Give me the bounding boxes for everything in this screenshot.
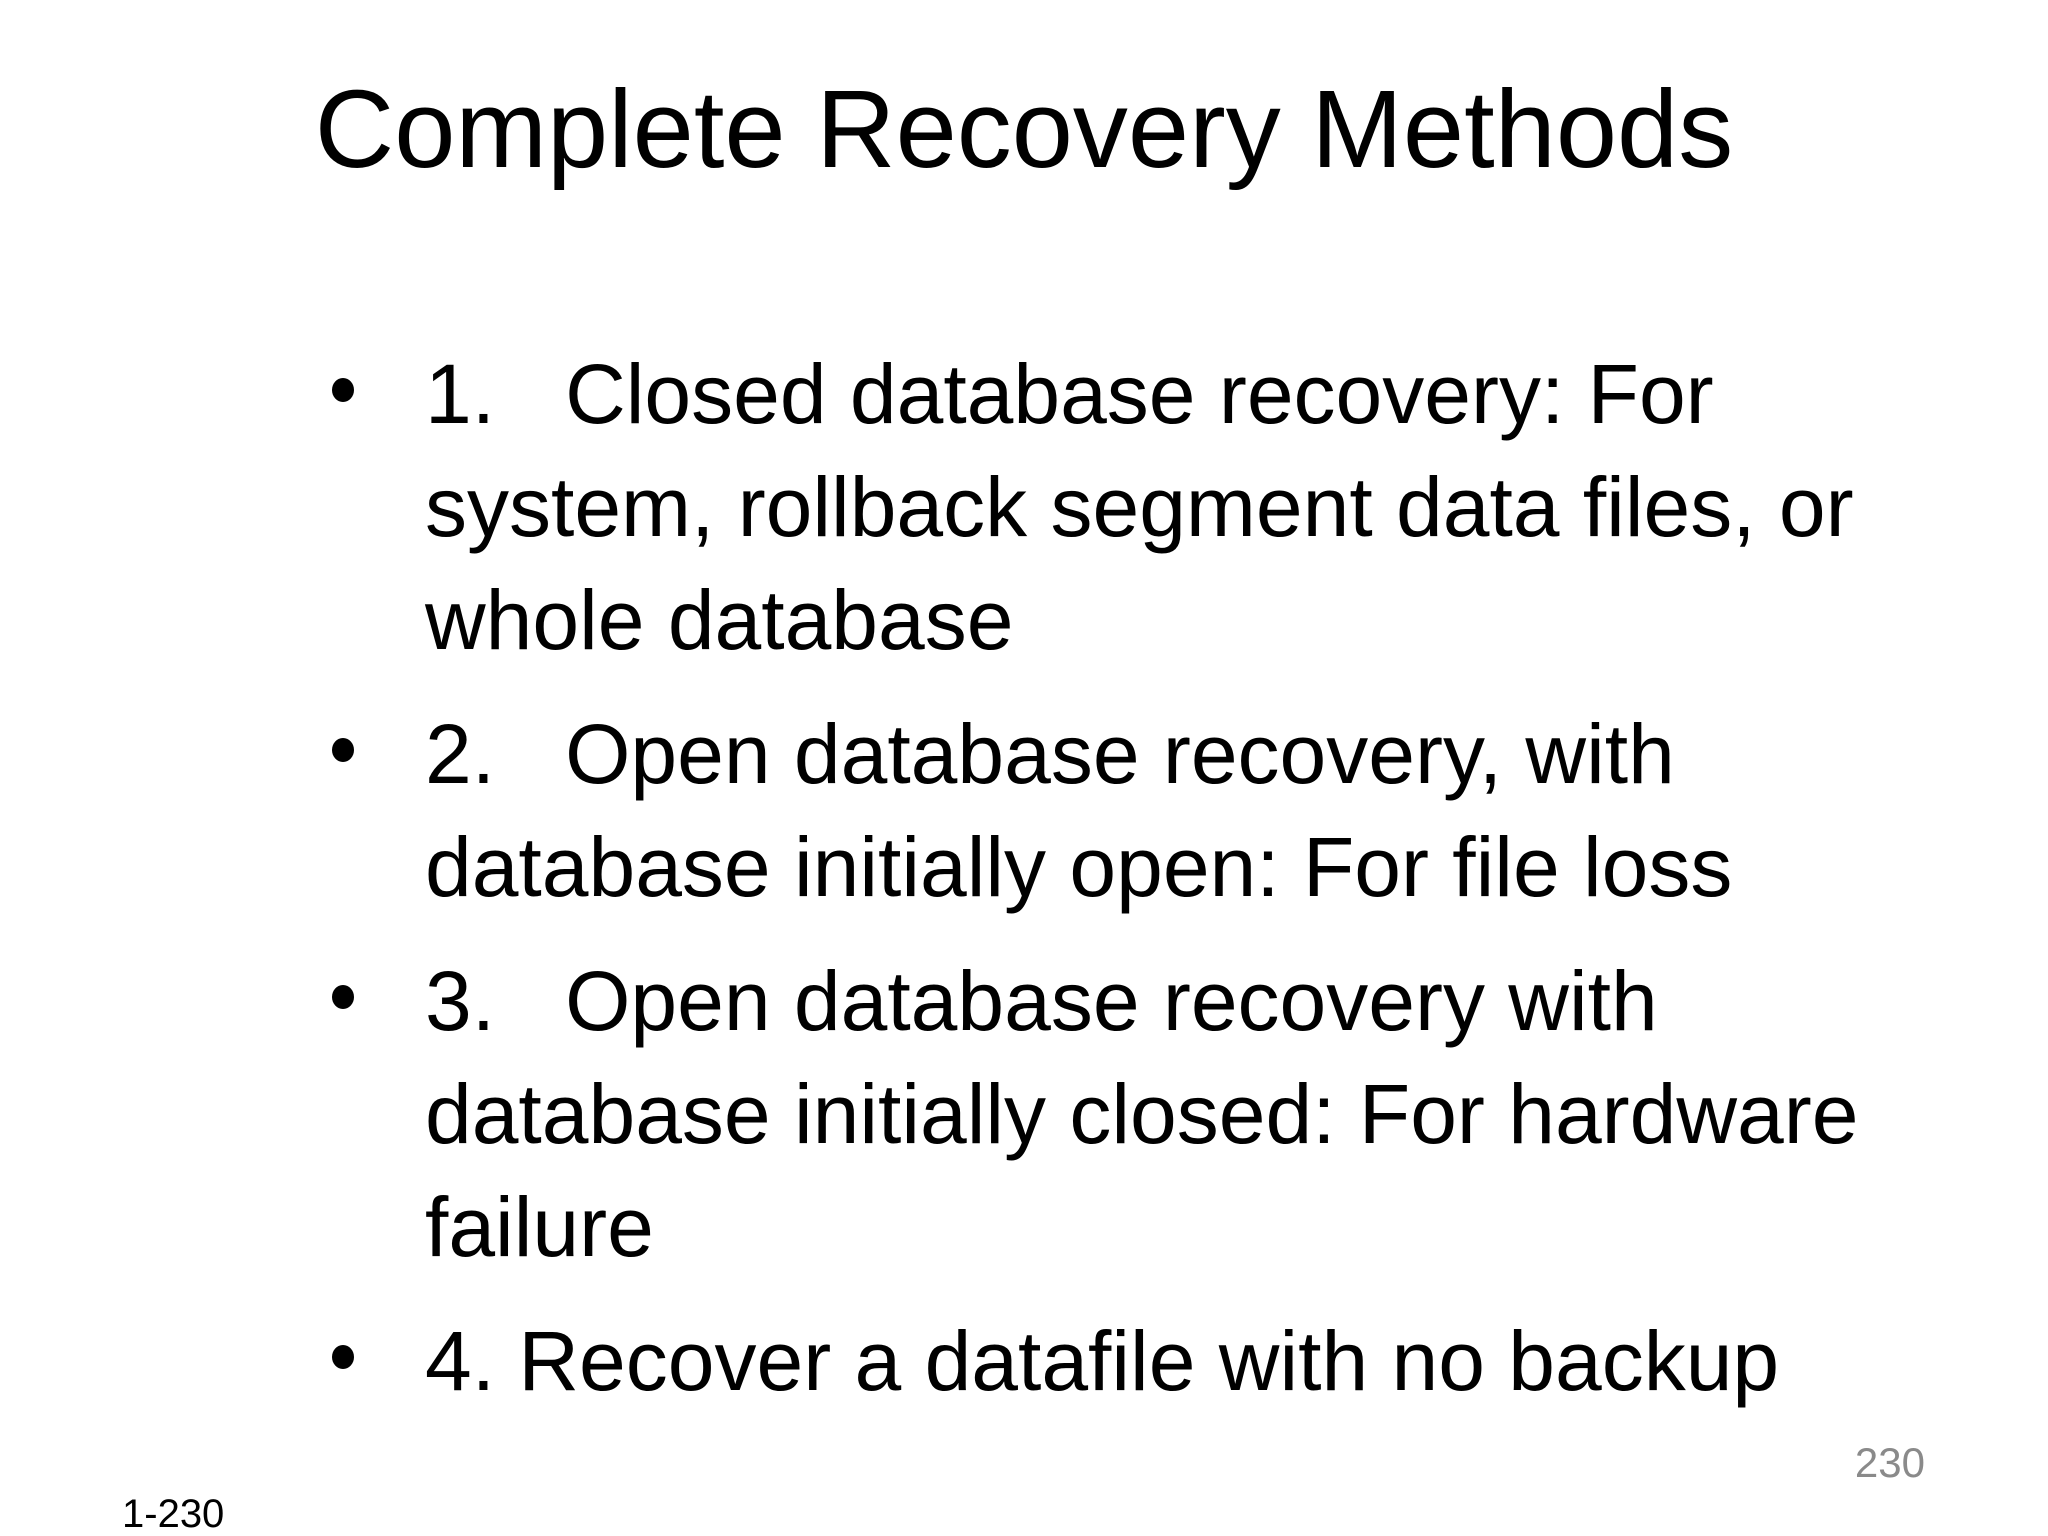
bullet-list: 1. Closed database recovery: For system,… [332, 338, 1925, 1439]
footer-page-number: 230 [1854, 1439, 1925, 1486]
bullet-icon [332, 985, 354, 1009]
bullet-item-1: 1. Closed database recovery: For system,… [332, 338, 1925, 677]
footer-slide-label: 1-230 [122, 1492, 225, 1536]
bullet-line: database initially open: For file loss [425, 820, 1733, 914]
bullet-item-4: 4. Recover a datafile with no backup [332, 1305, 1925, 1418]
bullet-icon [332, 738, 354, 762]
bullet-item-3: 3. Open database recovery with database … [332, 945, 1925, 1284]
bullet-line: database initially closed: For hardware [425, 1067, 1859, 1161]
bullet-item-2: 2. Open database recovery, with database… [332, 698, 1925, 924]
bullet-line: whole database [425, 573, 1014, 667]
bullet-line: 4. Recover a datafile with no backup [425, 1314, 1780, 1408]
bullet-line: 1. Closed database recovery: For [425, 347, 1714, 441]
bullet-icon [332, 378, 354, 402]
bullet-line: 3. Open database recovery with [425, 954, 1658, 1048]
bullet-line: system, rollback segment data files, or [425, 460, 1854, 554]
bullet-icon [332, 1345, 354, 1369]
bullet-line: 2. Open database recovery, with [425, 707, 1675, 801]
bullet-line: failure [425, 1180, 654, 1274]
slide-title: Complete Recovery Methods [314, 68, 1734, 191]
